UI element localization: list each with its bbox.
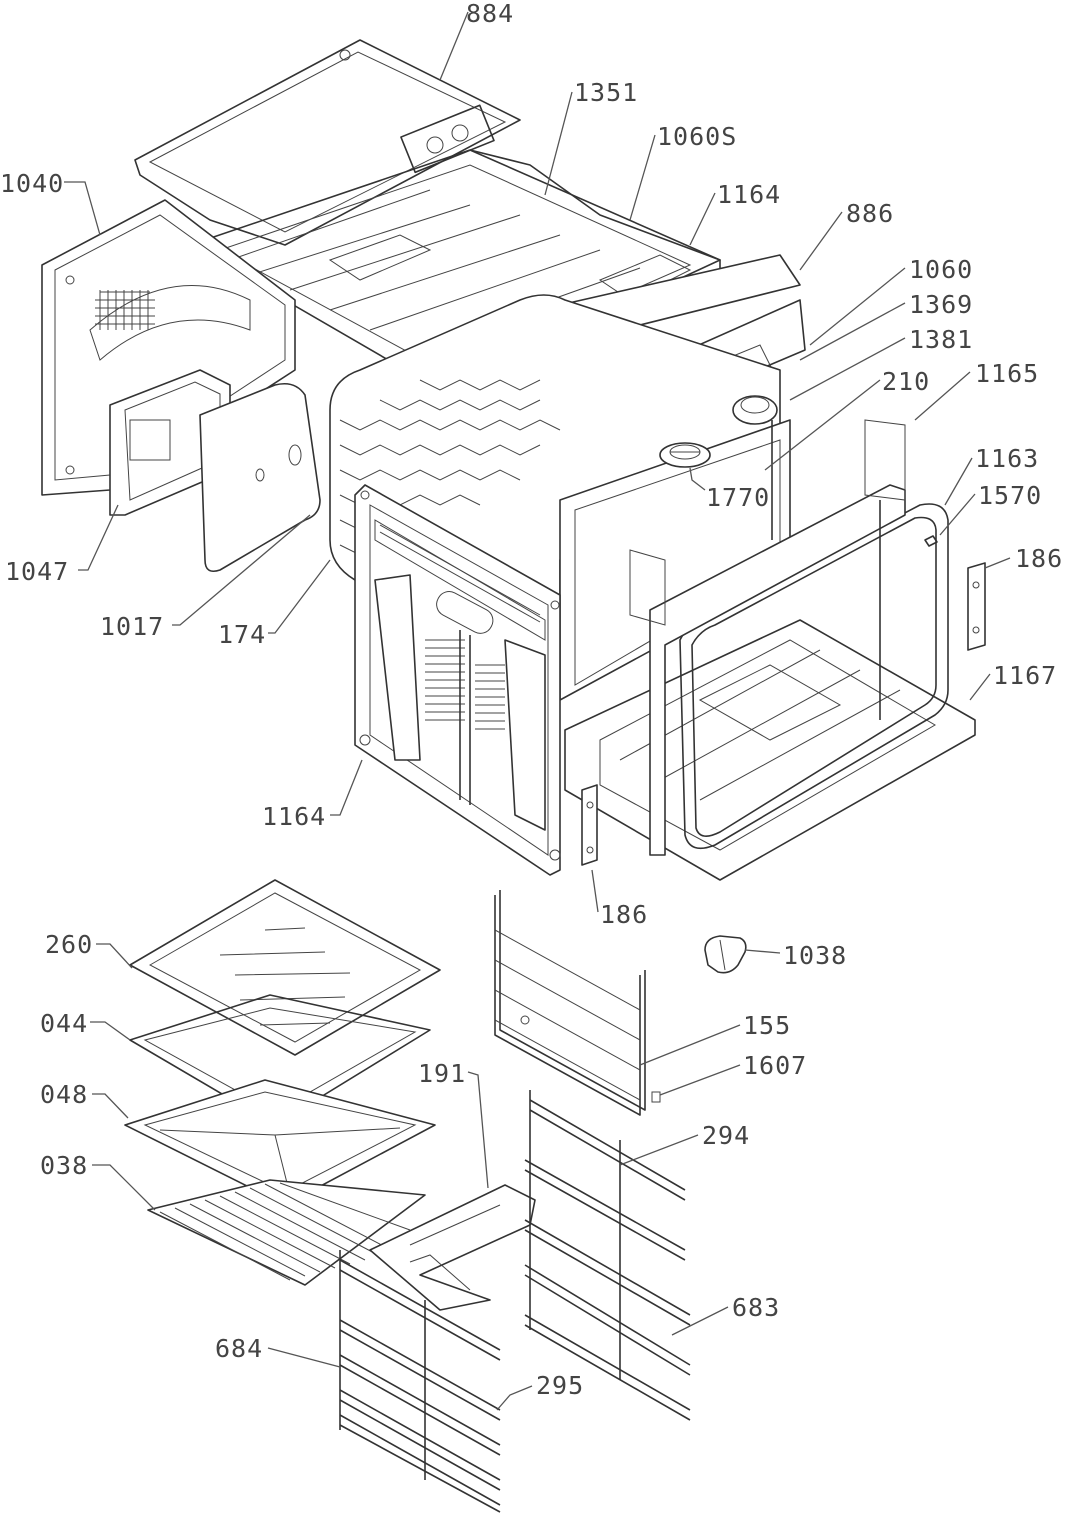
label-1351: 1351	[574, 78, 638, 107]
label-1369: 1369	[909, 290, 973, 319]
hinge-186-bottom	[581, 784, 598, 866]
label-1607: 1607	[743, 1051, 807, 1080]
label-1164-bottom: 1164	[262, 802, 326, 831]
label-038: 038	[40, 1151, 88, 1180]
label-1164-top: 1164	[717, 180, 781, 209]
hinge-186-right	[967, 562, 986, 651]
part-labels: 884 1351 1060S 1040 1164 886 1060 1369 1…	[0, 0, 1063, 1400]
side-frame-1165	[629, 419, 906, 856]
baking-tray-260	[129, 879, 441, 1056]
label-1163: 1163	[975, 444, 1039, 473]
leader-lines	[64, 11, 1011, 1411]
deep-tray-048	[124, 1079, 436, 1206]
label-044: 044	[40, 1009, 88, 1038]
label-1060s: 1060S	[657, 122, 737, 151]
label-1570: 1570	[978, 481, 1042, 510]
label-1381: 1381	[909, 325, 973, 354]
label-155: 155	[743, 1011, 791, 1040]
label-1040: 1040	[0, 169, 64, 198]
back-panel-1040	[41, 199, 296, 496]
label-1038: 1038	[783, 941, 847, 970]
label-191: 191	[418, 1059, 466, 1088]
label-295: 295	[536, 1371, 584, 1400]
telescopic-rails-left	[339, 1250, 501, 1513]
shelf-guide-155	[494, 890, 661, 1116]
wire-rack-038	[147, 1179, 426, 1286]
top-cover-884	[134, 39, 521, 246]
telescopic-rails-right	[524, 1090, 691, 1421]
rail-support-191	[369, 1184, 536, 1311]
label-1047: 1047	[5, 557, 69, 586]
label-174: 174	[218, 620, 266, 649]
label-1770: 1770	[706, 483, 770, 512]
label-186-right: 186	[1015, 544, 1063, 573]
label-260: 260	[45, 930, 93, 959]
knob-1038	[704, 935, 747, 974]
insulation-1017	[199, 382, 321, 573]
label-1060: 1060	[909, 255, 973, 284]
label-1165: 1165	[975, 359, 1039, 388]
bottom-tray-1167	[564, 619, 976, 881]
label-294: 294	[702, 1121, 750, 1150]
label-1167: 1167	[993, 661, 1057, 690]
clip-1570	[924, 535, 938, 547]
fan-1770	[659, 442, 711, 468]
label-186-bottom: 186	[600, 900, 648, 929]
label-684: 684	[215, 1334, 263, 1363]
label-683: 683	[732, 1293, 780, 1322]
label-886: 886	[846, 199, 894, 228]
label-1017: 1017	[100, 612, 164, 641]
label-884: 884	[466, 0, 514, 28]
label-048: 048	[40, 1080, 88, 1109]
label-210: 210	[882, 367, 930, 396]
front-frame-1164	[354, 484, 561, 876]
